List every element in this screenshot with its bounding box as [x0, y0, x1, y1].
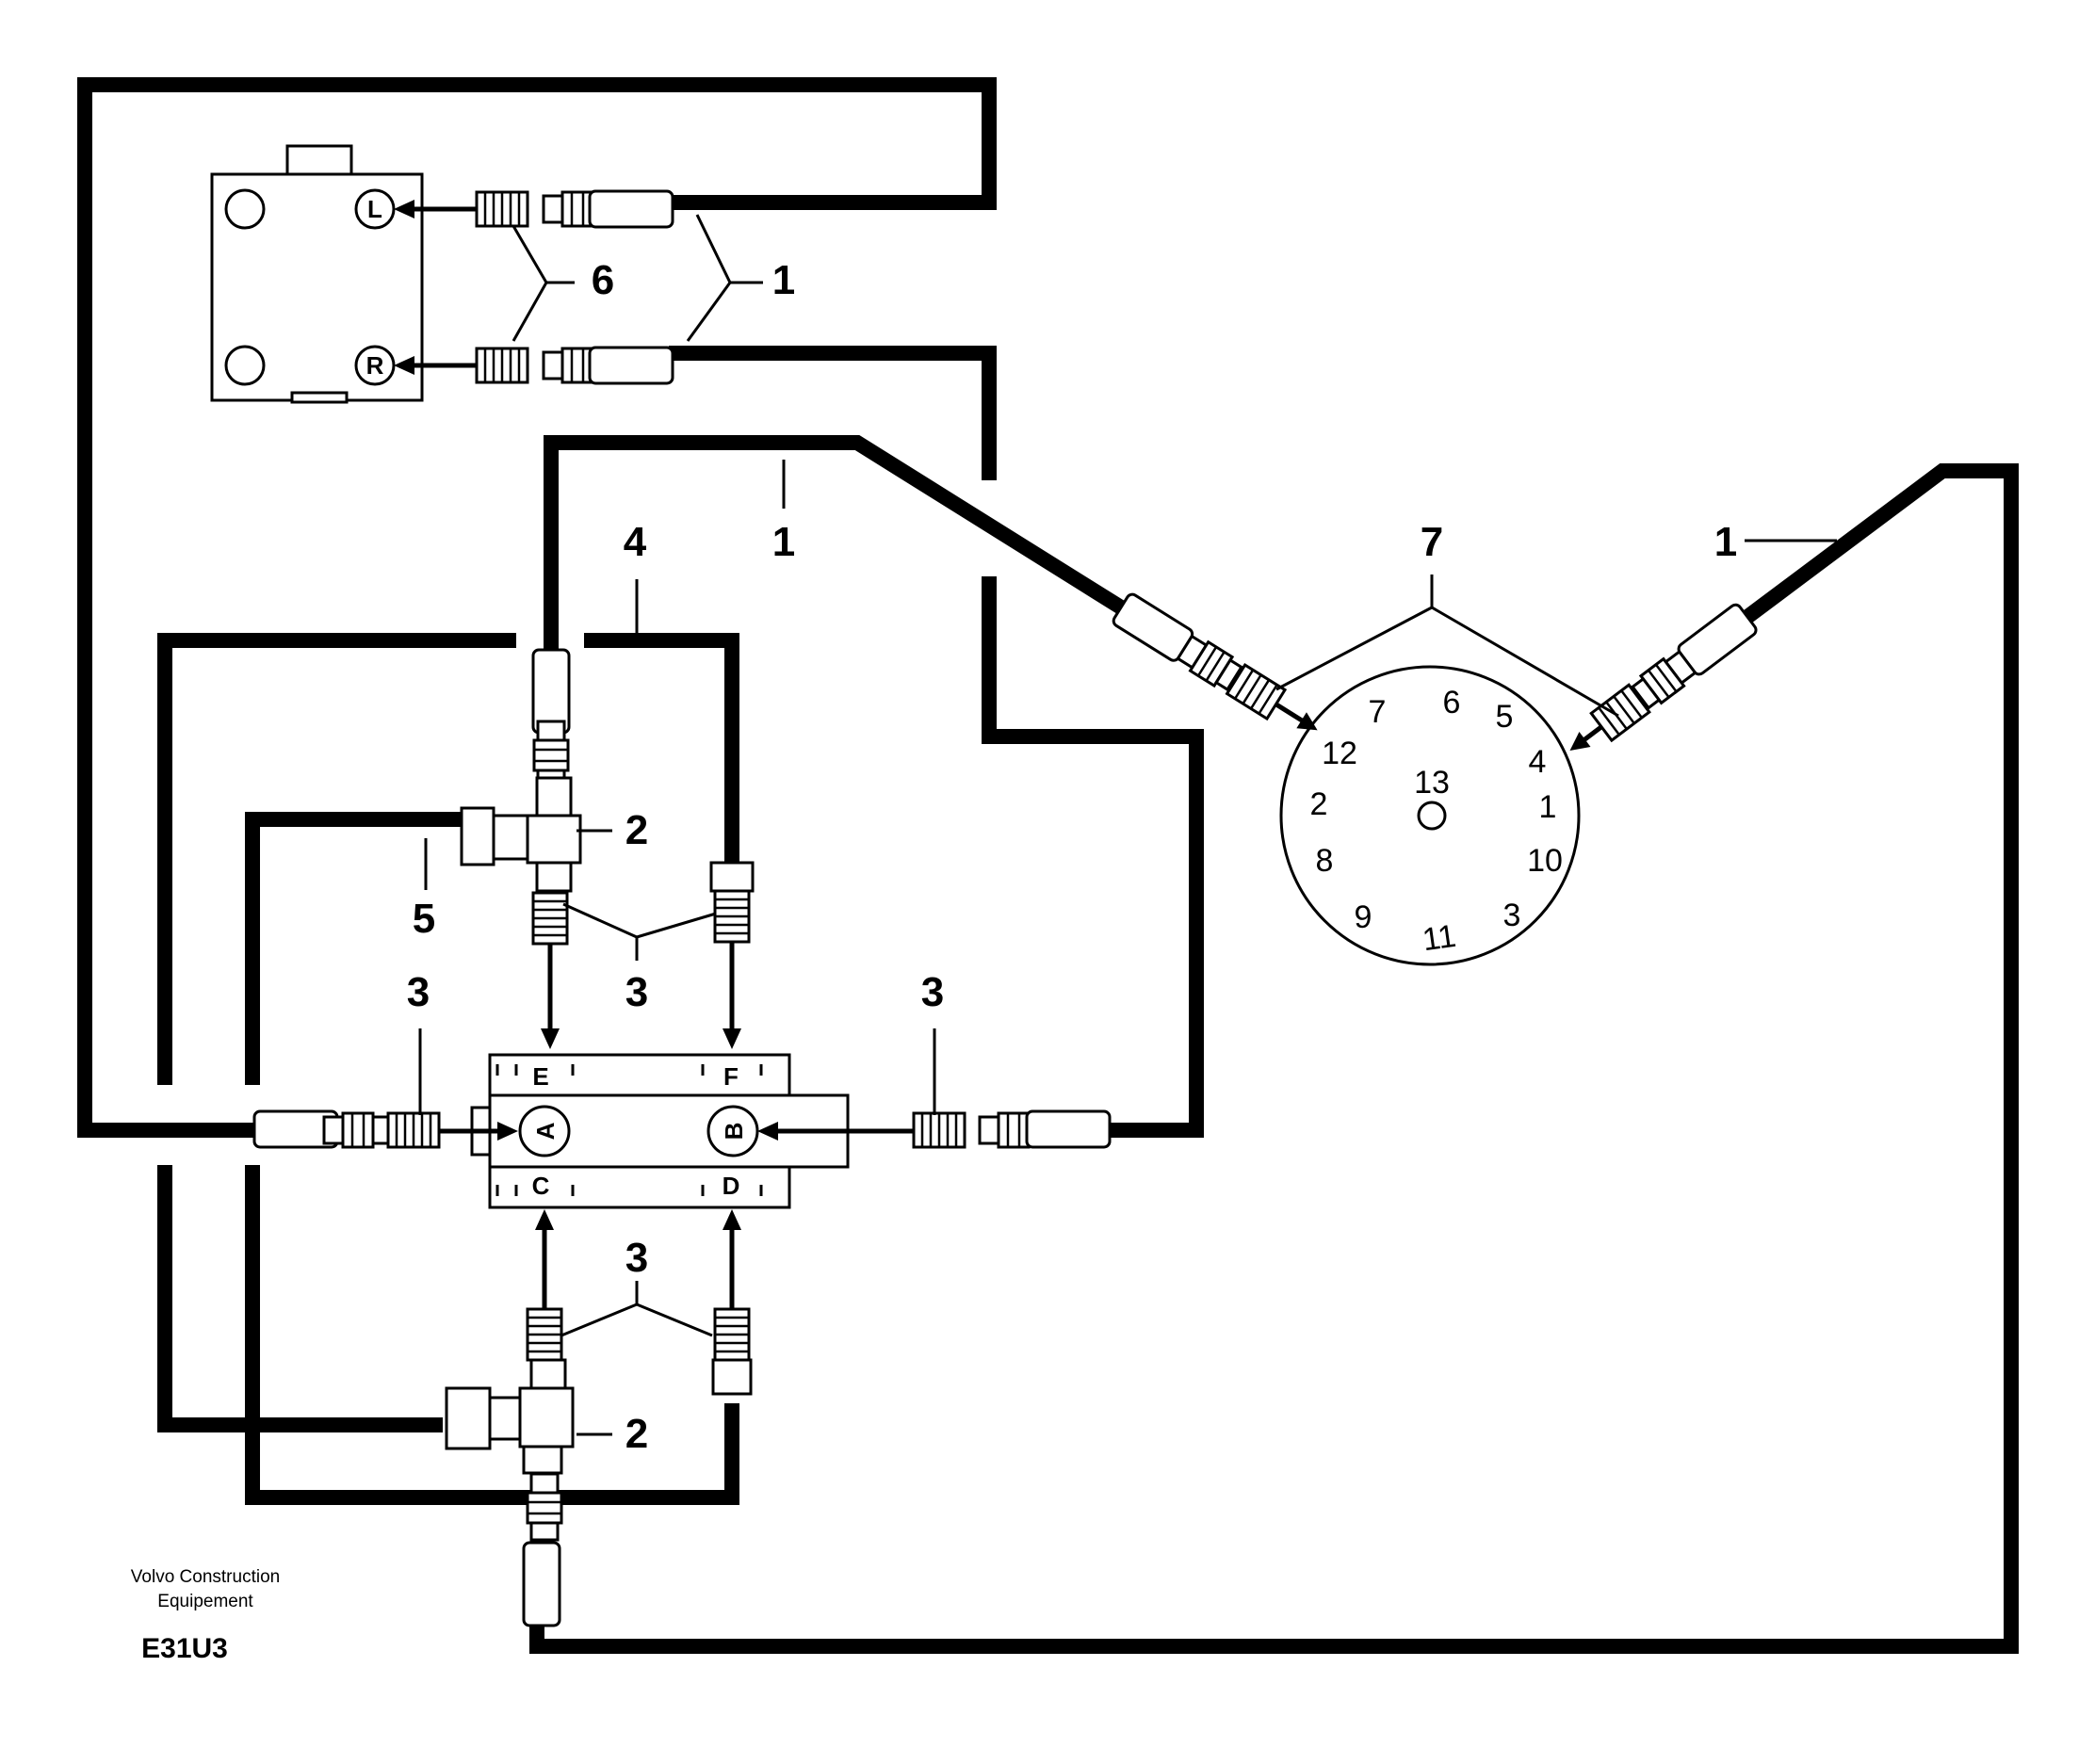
rotary-coupling: 7 6 5 12 4 13 2 1 8 10 9 3 11 — [1279, 665, 1581, 966]
rotary-center-port — [1417, 801, 1447, 831]
hose-5-lower — [245, 1165, 739, 1505]
rotary-port-label: 1 — [1539, 789, 1557, 825]
rotary-port-label: 11 — [1421, 918, 1458, 959]
fitting-group-f — [709, 861, 755, 1049]
rotary-port-label: 5 — [1496, 699, 1514, 735]
valve-blank-port-top — [224, 188, 266, 230]
fitting-group-a — [252, 1109, 518, 1149]
figure-code: E31U3 — [141, 1633, 228, 1664]
fitting-group-l — [394, 189, 674, 229]
hose-rotary-4-to-lower-tee — [529, 463, 2019, 1654]
hose-5-upper-tee — [245, 812, 462, 1085]
callout-3: 3 — [625, 969, 648, 1015]
hose-4-f-port — [584, 633, 739, 866]
pilot-control-valve: L R — [210, 144, 424, 404]
lower-tee-fitting — [445, 1209, 575, 1627]
fitting-group-r — [394, 346, 674, 385]
hose-l-to-a — [77, 77, 997, 1138]
hose-r-to-b-lower — [982, 576, 1204, 1138]
callout-6: 6 — [592, 257, 614, 303]
hose-4-left-upper — [157, 633, 516, 1085]
rotary-port-label: 9 — [1355, 899, 1372, 935]
rotary-port-label: 10 — [1527, 843, 1563, 879]
callout-2: 2 — [625, 807, 648, 853]
rotary-port-label: 7 — [1369, 694, 1387, 730]
hose-4-left-lower — [157, 1165, 443, 1432]
callout-1: 1 — [1714, 519, 1737, 565]
distributor-block: E F C D A B — [470, 1053, 850, 1209]
valve-blank-port-bottom — [224, 345, 266, 386]
rotary-port-label: 12 — [1322, 736, 1357, 771]
valve-port-r-label: R — [366, 351, 384, 380]
block-port-a — [518, 1105, 571, 1157]
valve-port-l-label: L — [367, 195, 382, 223]
callout-3: 3 — [407, 969, 430, 1015]
rotary-port-label: 2 — [1310, 786, 1328, 822]
block-port-b-label: B — [720, 1123, 748, 1141]
rotary-port-label: 3 — [1503, 898, 1521, 933]
hose-upper-tee-to-rotary-12 — [544, 435, 1126, 652]
fitting-group-rotary-12 — [1112, 592, 1318, 731]
rotary-port-label: 8 — [1316, 843, 1334, 879]
block-port-c-label: C — [532, 1172, 550, 1200]
rotary-port-label: 6 — [1443, 685, 1461, 720]
callout-7: 7 — [1421, 519, 1443, 565]
fitting-group-d — [711, 1209, 753, 1396]
hose-lines — [77, 77, 2019, 1654]
manufacturer-line2: Equipement — [157, 1592, 253, 1611]
block-port-a-label: A — [531, 1122, 560, 1140]
manufacturer-line1: Volvo Construction — [131, 1567, 280, 1587]
fitting-group-b — [757, 1109, 1112, 1149]
rotary-port-label: 4 — [1529, 744, 1547, 780]
hose-r-to-b — [669, 346, 997, 480]
callout-labels: 6 1 4 1 7 1 2 5 3 3 3 3 2 — [407, 257, 1737, 1457]
callout-1: 1 — [772, 257, 795, 303]
callout-3: 3 — [625, 1235, 648, 1281]
leader-lines — [418, 214, 1837, 1436]
callout-2: 2 — [625, 1411, 648, 1457]
callout-3: 3 — [921, 969, 944, 1015]
callout-1: 1 — [772, 519, 795, 565]
block-port-e-label: E — [532, 1062, 548, 1091]
callout-4: 4 — [624, 519, 647, 565]
callout-5: 5 — [413, 896, 435, 942]
block-port-d-label: D — [723, 1172, 740, 1200]
rotary-port-label: 13 — [1414, 765, 1450, 801]
fitting-group-rotary-4 — [1569, 603, 1758, 752]
figure-caption: Volvo Construction Equipement E31U3 — [131, 1567, 280, 1664]
block-port-f-label: F — [723, 1062, 739, 1091]
upper-tee-fitting — [460, 648, 582, 1049]
